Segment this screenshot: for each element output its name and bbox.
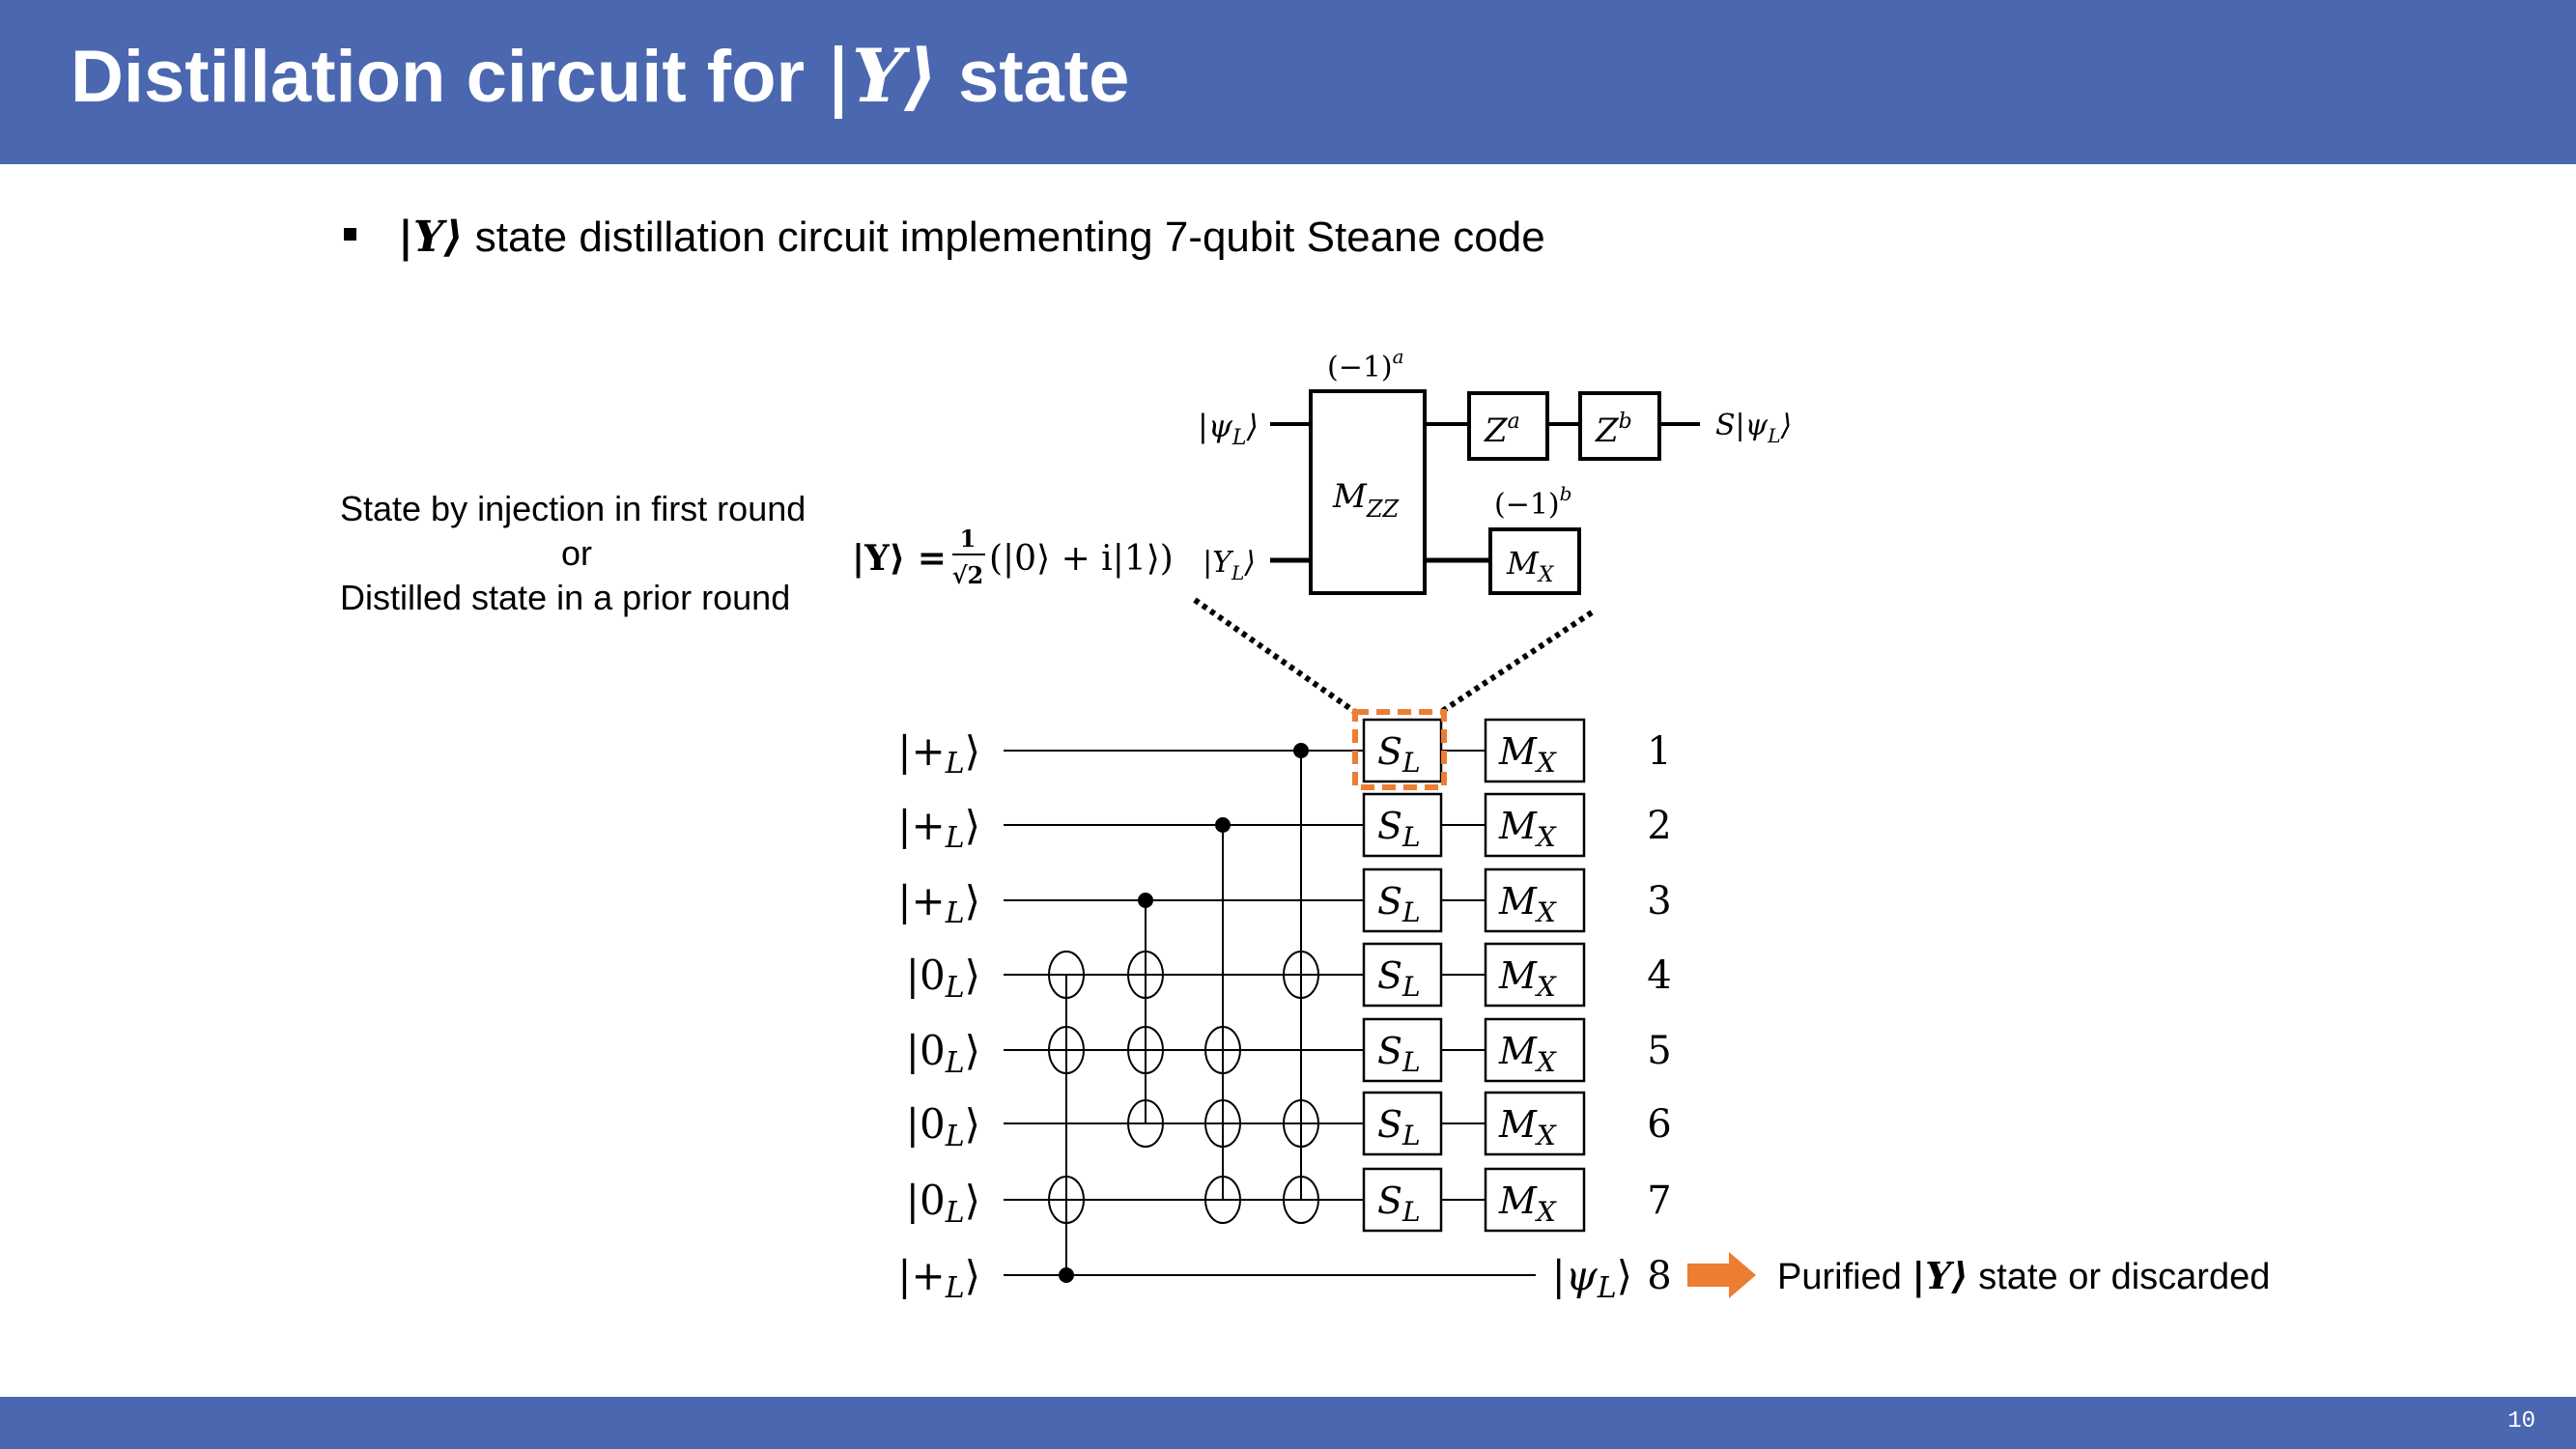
zoom-connector-right	[1439, 610, 1594, 715]
measure-x-box	[1484, 942, 1586, 1008]
control-dot	[1138, 893, 1153, 908]
bullet-label: state distillation circuit implementing …	[463, 213, 1545, 261]
note-line-1: State by injection in first round	[340, 489, 807, 528]
qubit-number: 8	[1647, 1254, 1671, 1298]
control-dot	[1059, 1267, 1074, 1283]
page-number: 10	[2507, 1408, 2535, 1435]
footer-bar: 10	[0, 1397, 2576, 1449]
measure-x-label: MX	[1498, 730, 1557, 779]
s-gate-box	[1362, 942, 1443, 1008]
result-prefix: Purified	[1777, 1257, 1912, 1297]
s-gate-label: SL	[1377, 1030, 1421, 1078]
ket-label: |0L⟩	[906, 1177, 980, 1230]
title-text-suffix: state	[937, 36, 1130, 118]
zb-box	[1578, 391, 1661, 461]
ket-label: |0L⟩	[906, 1027, 980, 1080]
mx-box	[1488, 527, 1581, 595]
s-gate-label: SL	[1377, 730, 1421, 779]
formula-numerator: 1	[960, 525, 977, 553]
result-suffix: state or discarded	[1967, 1257, 2271, 1297]
za-box	[1467, 391, 1549, 461]
bullet-marker	[344, 228, 356, 241]
qubit-number: 2	[1647, 804, 1671, 848]
title-text: Distillation circuit for	[71, 36, 826, 118]
measure-x-box	[1484, 1091, 1586, 1156]
mzz-label: MZZ	[1332, 477, 1401, 523]
measure-x-box	[1484, 1167, 1586, 1233]
control-dot	[1215, 817, 1231, 833]
mx-label: MX	[1506, 545, 1555, 587]
qubit-number: 1	[1647, 729, 1671, 774]
s-gate-box	[1362, 792, 1443, 858]
qubit-number: 6	[1647, 1102, 1671, 1147]
title-math: |Y⟩	[825, 33, 938, 119]
highlight-dashed-box	[1352, 709, 1447, 790]
result-math: |Y⟩	[1911, 1254, 1968, 1297]
measure-x-box	[1484, 718, 1586, 783]
measure-x-box	[1484, 792, 1586, 858]
measure-x-label: MX	[1498, 954, 1557, 1003]
note-line-3: Distilled state in a prior round	[340, 578, 791, 617]
qubit-number: 5	[1647, 1029, 1671, 1073]
ket-label: |0L⟩	[906, 1100, 980, 1153]
phase-a-label: (−1)a	[1327, 345, 1404, 384]
bullet-math: |Y⟩	[398, 213, 464, 262]
measure-x-box	[1484, 867, 1586, 933]
inset-input-y: |YL⟩	[1203, 546, 1256, 584]
s-gate-box	[1362, 867, 1443, 933]
qubit-number: 7	[1647, 1179, 1671, 1223]
qubit-number: 4	[1647, 953, 1671, 998]
s-gate-box	[1362, 1091, 1443, 1156]
input-state-note: State by injection in first round or Dis…	[340, 487, 813, 620]
zoom-connector-left	[1193, 597, 1357, 715]
ket-label: |+L⟩	[897, 877, 980, 930]
measure-x-label: MX	[1498, 1103, 1557, 1151]
zb-label: Zb	[1595, 410, 1632, 450]
bullet-text: |Y⟩ state distillation circuit implement…	[398, 213, 1545, 262]
measure-x-label: MX	[1498, 1030, 1557, 1078]
s-gate-label: SL	[1377, 1103, 1421, 1151]
note-line-2: or	[560, 533, 592, 573]
qubit-number: 3	[1647, 879, 1671, 923]
s-gate-label: SL	[1377, 880, 1421, 928]
right-arrow-icon	[1687, 1252, 1756, 1298]
za-label: Za	[1484, 410, 1520, 450]
ket-label: |+L⟩	[897, 802, 980, 855]
control-dot	[1293, 743, 1309, 758]
s-gate-box	[1362, 1017, 1443, 1083]
measure-x-box	[1484, 1017, 1586, 1083]
measure-x-label: MX	[1498, 805, 1557, 853]
formula-denominator: √2	[952, 561, 983, 589]
s-gate-inset: |ψL⟩ |YL⟩ MZZ (−1)a (−1)b Za Zb MX S|ψL⟩	[1193, 345, 1792, 715]
inset-input-psi: |ψL⟩	[1198, 408, 1259, 450]
s-gate-box	[1362, 718, 1443, 783]
measure-x-label: MX	[1498, 880, 1557, 928]
s-gate-label: SL	[1377, 954, 1421, 1003]
inset-output: S|ψL⟩	[1715, 409, 1792, 447]
formula-lhs: |Y⟩ =	[852, 538, 947, 579]
output-psi-label: |ψL⟩	[1552, 1252, 1632, 1305]
measure-x-label: MX	[1498, 1179, 1557, 1228]
ket-label: |+L⟩	[897, 1252, 980, 1305]
purified-result-label: Purified |Y⟩ state or discarded	[1777, 1254, 2270, 1298]
s-gate-label: SL	[1377, 805, 1421, 853]
y-state-formula: |Y⟩ = 1 √2 (|0⟩ + i|1⟩)	[852, 525, 1174, 589]
slide-title: Distillation circuit for |Y⟩ state	[71, 33, 1129, 119]
phase-b-label: (−1)b	[1494, 482, 1571, 522]
ket-label: |+L⟩	[897, 727, 980, 781]
s-gate-box	[1362, 1167, 1443, 1233]
formula-rhs: (|0⟩ + i|1⟩)	[989, 539, 1174, 579]
mzz-box	[1309, 389, 1427, 595]
s-gate-label: SL	[1377, 1179, 1421, 1228]
ket-label: |0L⟩	[906, 952, 980, 1005]
title-bar: Distillation circuit for |Y⟩ state	[0, 0, 2576, 164]
